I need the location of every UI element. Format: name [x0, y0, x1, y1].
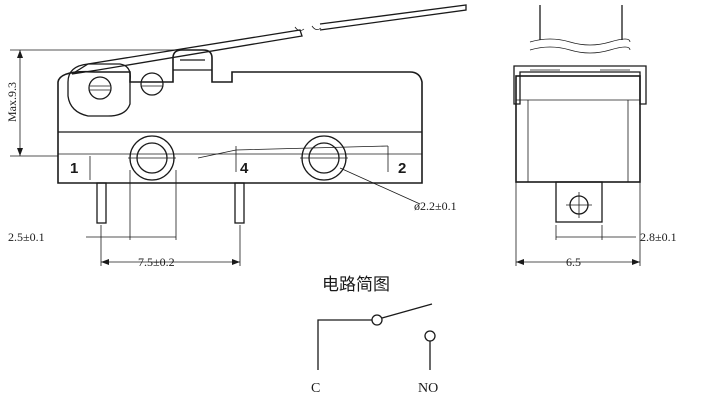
- side-width-label: 6.5: [566, 255, 581, 269]
- common-wire: [317, 319, 372, 370]
- max-height-label: Max.9.3: [5, 82, 19, 122]
- hinge-pin: [88, 76, 112, 100]
- switch-blade: [381, 303, 433, 319]
- lever-far-segment: [319, 4, 467, 31]
- pin-offset-label: 2.5±0.1: [8, 230, 45, 244]
- pin-left: [96, 182, 107, 224]
- hinge-block: [67, 63, 131, 117]
- side-lever: [539, 5, 623, 40]
- internal-contact-line: [197, 145, 389, 159]
- break-mark: [529, 46, 631, 54]
- no-contact: [424, 330, 436, 342]
- front-view: 1 4 2 Max.9.3 ø2.2±0.1 2.5±0.1 7.5±0.2: [5, 4, 467, 269]
- common-label: C: [311, 381, 320, 396]
- pin-right: [234, 182, 245, 224]
- common-contact: [371, 314, 383, 326]
- side-pin-offset-label: 2.8±0.1: [640, 230, 677, 244]
- terminal-1-label: 1: [70, 160, 78, 177]
- side-terminal: [555, 181, 603, 223]
- lever-arm: [71, 29, 303, 75]
- diameter-leader: [339, 167, 421, 205]
- hole-diameter-label: ø2.2±0.1: [414, 199, 457, 213]
- side-top-clip: [513, 65, 647, 105]
- side-body: [515, 75, 641, 183]
- terminal-4-label: 4: [240, 160, 249, 177]
- terminal-2-label: 2: [398, 160, 406, 177]
- pin-pitch-label: 7.5±0.2: [138, 255, 175, 269]
- schematic-title: 电路简图: [322, 275, 390, 295]
- lever-break-mark: [294, 25, 322, 31]
- side-view: 2.8±0.1 6.5: [513, 5, 677, 269]
- break-mark: [529, 38, 631, 46]
- rivet-pin: [140, 72, 164, 96]
- circuit-schematic: 电路简图 C NO: [311, 275, 438, 396]
- no-label: NO: [418, 381, 438, 396]
- housing-outline: [57, 49, 423, 184]
- plunger: [173, 59, 212, 71]
